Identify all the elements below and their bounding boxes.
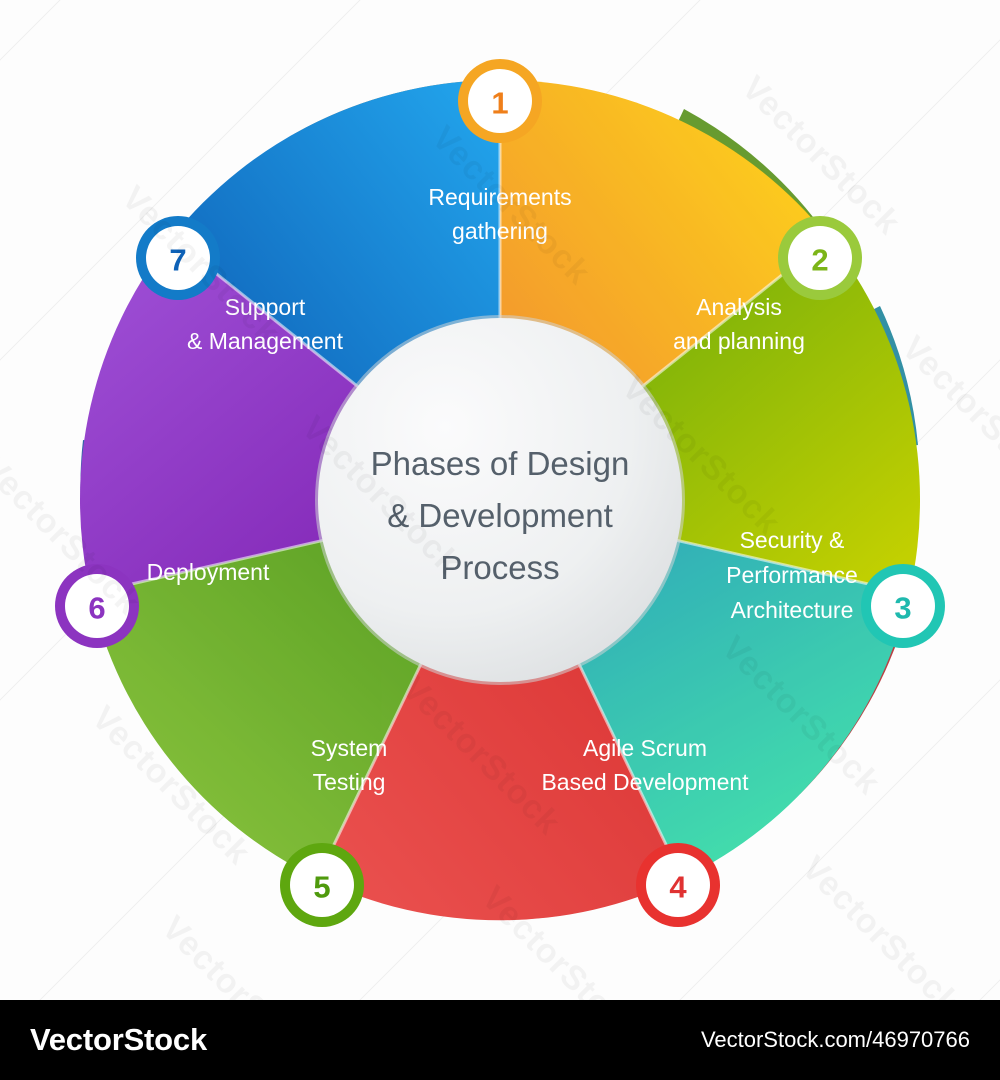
footer-bar: VectorStock VectorStock.com/46970766 [0,1000,1000,1080]
badge-3-number: 3 [894,591,911,626]
center-title-line-3: Process [440,549,559,586]
slice-5-label-line-2: Testing [313,769,386,795]
slice-3-label-line-2: Performance [726,562,858,588]
badge-7[interactable]: 7 [136,216,220,300]
watermark-text: VectorStock [794,849,968,1000]
step-badges: 1 2 3 4 5 [55,59,945,927]
slice-1-label-line-2: gathering [452,218,548,244]
center-disk [318,318,682,682]
slice-2-label-line-1: Analysis [696,294,782,320]
badge-6-number: 6 [88,591,105,626]
infographic-canvas: Phases of Design & Development Process R… [0,0,1000,1000]
watermark-text: VectorStock [154,909,328,1000]
badge-3[interactable]: 3 [861,564,945,648]
center-title-line-2: & Development [387,497,613,534]
badge-4-number: 4 [669,870,687,905]
slice-4-label-line-2: Based Development [541,769,749,795]
badge-5-number: 5 [313,870,330,905]
slice-2-label-line-2: and planning [673,328,805,354]
slice-3-label-line-3: Architecture [731,597,854,623]
badge-1-number: 1 [491,86,508,121]
slice-7-label-line-1: Support [225,294,306,320]
badge-6[interactable]: 6 [55,564,139,648]
slice-4-label-line-1: Agile Scrum [583,735,707,761]
badge-5[interactable]: 5 [280,843,364,927]
footer-url: VectorStock.com/46970766 [700,1027,970,1052]
badge-7-number: 7 [169,243,186,278]
badge-2[interactable]: 2 [778,216,862,300]
slice-7-label-line-2: & Management [187,328,344,354]
slice-3-label-line-1: Security & [740,527,845,553]
footer-brand: VectorStock [30,1022,207,1057]
slice-6-label-line-1: Deployment [147,559,270,585]
slice-5-label-line-1: System [311,735,388,761]
slice-4-agile-scrum-based-development[interactable] [317,500,683,921]
badge-2-number: 2 [811,243,828,278]
slice-labels: Requirements gathering Analysis and plan… [147,184,858,795]
process-wheel-chart: Phases of Design & Development Process R… [0,0,1000,1000]
badge-1[interactable]: 1 [458,59,542,143]
badge-4[interactable]: 4 [636,843,720,927]
center-title-line-1: Phases of Design [371,445,630,482]
slice-1-label-line-1: Requirements [428,184,571,210]
